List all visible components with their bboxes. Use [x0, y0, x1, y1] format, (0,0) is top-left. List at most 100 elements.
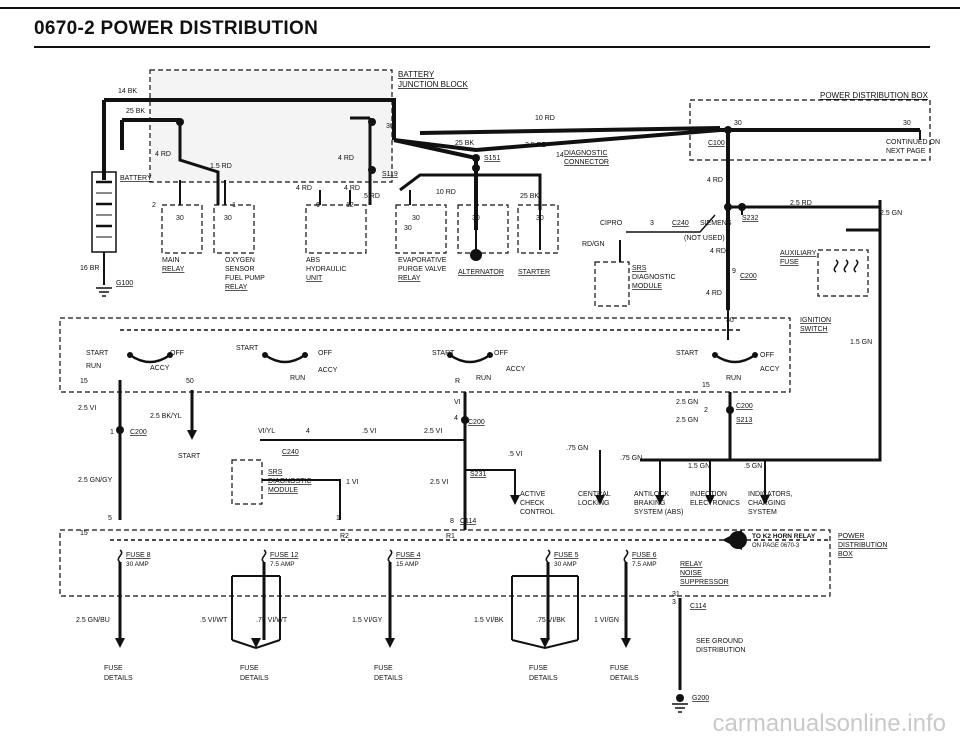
ground-g200-label: G200 — [692, 695, 709, 702]
ignition-pin-label: 15 — [702, 382, 710, 389]
connector-c200-mid: C200 — [130, 429, 147, 436]
load-arrow-icon — [595, 495, 605, 505]
middle-wire-label: 2.5 BK/YL — [150, 413, 182, 420]
switch-label: SWITCH — [800, 326, 828, 333]
fuse-detail-label: DETAILS — [240, 675, 269, 682]
splice-4 — [472, 164, 480, 172]
ignition-position-label: OFF — [318, 350, 332, 357]
top-wire-label: 25 BK — [126, 108, 145, 115]
srs-mid-label-1: SRS — [268, 469, 283, 476]
connector-c200-dot2 — [461, 416, 469, 424]
wire-aux — [846, 228, 882, 250]
pdb-label-3: BOX — [838, 551, 853, 558]
wire-cipro — [626, 214, 716, 233]
middle-wire-label: .75 GN — [620, 455, 642, 462]
pin-5-label: 5 — [108, 515, 112, 522]
ignition-position-label: RUN — [726, 375, 741, 382]
contact-dot — [752, 352, 758, 358]
connector-c200-mid2: C200 — [468, 419, 485, 426]
r-label: R2 — [340, 533, 349, 540]
contact-dot — [167, 352, 173, 358]
fuse-detail-arrow-icon — [115, 638, 125, 648]
middle-wire-label: 2.5 GN — [676, 417, 698, 424]
horn-label-1: TO K2 HORN RELAY — [752, 533, 816, 540]
bottom-wire-label: 1.5 VI/GY — [352, 617, 383, 624]
wire-1-5rd — [178, 120, 220, 205]
top-pin-label: 2 — [152, 202, 156, 209]
srs-mid-label-2: DIAGNOSTIC — [268, 478, 312, 485]
pin-8-label: 8 — [450, 518, 454, 525]
top-wire-label: 10 RD — [535, 115, 555, 122]
fuse-icon-4 — [623, 549, 629, 563]
alternator-icon — [470, 249, 482, 261]
top-pin-label: 30 — [536, 215, 544, 222]
fuse-icon-3 — [545, 549, 551, 563]
fuse-amp-label: 7.5 AMP — [270, 561, 295, 568]
middle-wire-label: 1 VI — [346, 479, 359, 486]
top-wire-label: .5 RD — [362, 193, 380, 200]
connector-c240: C240 — [672, 220, 689, 227]
wire-5vi — [465, 469, 516, 500]
connector-s231: S231 — [470, 471, 486, 478]
load-arrow-icon — [510, 495, 520, 505]
ignition-contact-3 — [714, 353, 756, 364]
auxiliary-fuse-box — [817, 249, 869, 297]
continued-label-2: NEXT PAGE — [886, 148, 926, 155]
contact-dot — [487, 352, 493, 358]
bottom-wire-label: 1.5 VI/BK — [474, 617, 504, 624]
top-wire-label: 4 RD — [296, 185, 312, 192]
load-label: CHARGING — [748, 500, 786, 507]
splice-5 — [724, 126, 732, 134]
fuse-detail-label: DETAILS — [104, 675, 133, 682]
wire-1-5gn — [730, 200, 882, 462]
top-wire-label: 25 BK — [520, 193, 539, 200]
connector-c200: C200 — [740, 273, 757, 280]
ignition-position-label: ACCY — [150, 365, 170, 372]
ignition-pin-label: 50 — [186, 378, 194, 385]
splice-6 — [724, 203, 732, 211]
ignition-position-label: OFF — [760, 352, 774, 359]
wire-25bk-st — [399, 173, 542, 210]
horn-label-2: ON PAGE 0670-3 — [752, 543, 800, 549]
top-pin-label: 1 — [232, 202, 236, 209]
load-label: SYSTEM (ABS) — [634, 509, 683, 516]
ignition-position-label: RUN — [86, 363, 101, 370]
aux-fuse-icon — [833, 259, 839, 273]
ignition-position-label: OFF — [170, 350, 184, 357]
component-label: EVAPORATIVE — [398, 257, 447, 264]
ignition-position-label: START — [86, 350, 109, 357]
component-label: UNIT — [306, 275, 323, 282]
top-wire-label: 4 RD — [338, 155, 354, 162]
splice-0 — [176, 118, 184, 126]
relay-box-3 — [395, 204, 447, 254]
ignition-pin-label: 15 — [80, 378, 88, 385]
suppressor-label: SUPPRESSOR — [680, 579, 729, 586]
connector-c200-dot3 — [726, 406, 734, 414]
middle-wire-label: 2.5 GN — [676, 399, 698, 406]
fuse-detail-label: FUSE — [104, 665, 123, 672]
battery-junction-label-2: JUNCTION BLOCK — [398, 80, 468, 89]
ignition-position-label: START — [236, 345, 259, 352]
bottom-wire-label: 1 VI/GN — [594, 617, 619, 624]
fuse-name-label: FUSE 4 — [396, 552, 421, 559]
top-pin-label: 30 — [472, 215, 480, 222]
power-distribution-fusebox — [59, 529, 831, 597]
cipro-label: CIPRO — [600, 220, 623, 227]
connector-c200-dot — [116, 426, 124, 434]
battery-junction-label-1: BATTERY — [398, 70, 435, 79]
component-label: RELAY — [162, 266, 185, 273]
middle-wire-label: .5 GN — [744, 463, 762, 470]
page-title: 0670-2 POWER DISTRIBUTION — [34, 18, 319, 39]
ignition-label: IGNITION — [800, 317, 831, 324]
auxiliary-label: AUXILIARY — [780, 250, 817, 257]
load-arrow-icon — [760, 495, 770, 505]
wire-fuse12-merge — [231, 639, 281, 650]
start-arrow-icon — [187, 430, 197, 440]
pdb-label-2: DISTRIBUTION — [838, 542, 887, 549]
top-wire-label: 25 BK — [455, 140, 474, 147]
top-wire-label: RD/GN — [582, 241, 605, 248]
top-wire-label: 4 RD — [155, 151, 171, 158]
top-wire-label: 2.5 RD — [525, 142, 547, 149]
load-label: SYSTEM — [748, 509, 777, 516]
